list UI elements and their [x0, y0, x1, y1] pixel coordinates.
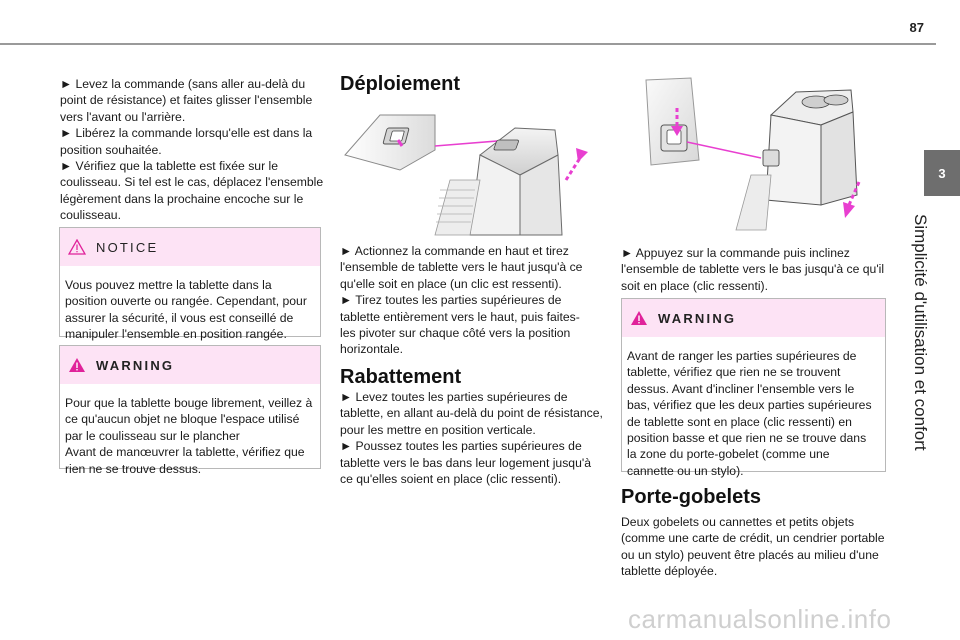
fold-text: ► Appuyez sur la commande puis inclinez …	[621, 245, 884, 294]
page-number: 87	[909, 20, 924, 35]
text-line: tablette vers le bas dans leur logement …	[340, 455, 591, 470]
text-line: manipuler l'ensemble en position rangée.	[65, 327, 287, 342]
text-line: Deux gobelets ou cannettes et petits obj…	[621, 515, 855, 529]
warning-icon	[631, 311, 647, 325]
fold-illustration	[645, 77, 861, 231]
text-line: ► Appuyez sur la commande puis inclinez	[621, 246, 850, 260]
text-line: assurer la sécurité, il vous est conseil…	[65, 310, 294, 325]
header-rule	[0, 43, 936, 45]
text-line: ce qu'aucun objet ne bloque l'espace uti…	[65, 412, 300, 427]
watermark: carmanualsonline.info	[628, 604, 892, 634]
section-title-rabattement: Rabattement	[340, 366, 462, 388]
rabattement-text: ► Levez toutes les parties supérieures d…	[340, 389, 603, 487]
text-line: qu'elle soit en place (un clic est resse…	[340, 276, 562, 291]
warning-icon	[69, 358, 85, 372]
text-line: par le coulisseau sur le plancher	[65, 428, 240, 443]
text-line: position basse et que rien ne se trouve …	[627, 431, 867, 446]
text-line: ► Libérez la commande lorsqu'elle est da…	[60, 126, 313, 141]
text-line: ► Levez toutes les parties supérieures d…	[340, 390, 568, 404]
text-line: tablette, en allant au-delà du point de …	[340, 406, 603, 421]
text-line: tablette entièrement vers le haut, puis …	[340, 309, 580, 324]
text-line: soit en place (clic ressenti).	[621, 278, 768, 293]
warning-label: WARNING	[96, 357, 175, 373]
text-line: ► Tirez toutes les parties supérieures d…	[340, 293, 562, 308]
chapter-title: Simplicité d'utilisation et confort	[910, 214, 930, 451]
text-line: pour les mettre en position verticale.	[340, 422, 536, 437]
deploy-illustration	[344, 114, 588, 236]
notice-box: NOTICE Vous pouvez mettre la tablette da…	[59, 227, 321, 341]
notice-header: NOTICE	[60, 228, 320, 266]
text-line: les pivoter sur chaque côté vers la posi…	[340, 326, 571, 341]
text-line: vers l'avant ou l'arrière.	[60, 109, 186, 124]
deploiement-text: ► Actionnez la commande en haut et tirez…	[340, 243, 582, 358]
text-line: légèrement dans la prochaine encoche sur…	[60, 191, 304, 206]
text-line: ce qu'elles soient en place (clic ressen…	[340, 472, 562, 487]
text-line: point de résistance) et faites glisser l…	[60, 93, 313, 108]
text-line: Avant de ranger les parties supérieures …	[627, 349, 857, 363]
text-line: ► Poussez toutes les parties supérieures…	[340, 439, 582, 454]
text-line: cannette ou un stylo).	[627, 463, 744, 478]
text-line: coulisseau.	[60, 208, 121, 223]
text-line: coulisseau. Si tel est le cas, déplacez …	[60, 175, 324, 190]
warning-label: WARNING	[658, 310, 737, 326]
warning-body: Avant de ranger les parties supérieures …	[622, 337, 885, 485]
text-line: horizontale.	[340, 342, 404, 357]
text-line: Pour que la tablette bouge librement, ve…	[65, 396, 313, 410]
warning-header: WARNING	[60, 346, 320, 384]
text-line: Vous pouvez mettre la tablette dans la	[65, 278, 272, 292]
text-line: dessus. Avant d'incliner l'ensemble vers…	[627, 381, 855, 396]
text-line: ou un stylo) peuvent être placés au mili…	[621, 547, 879, 562]
warning-body: Pour que la tablette bouge librement, ve…	[60, 384, 320, 483]
text-line: ► Levez la commande (sans aller au-delà …	[60, 77, 306, 91]
notice-warning-icon	[68, 239, 86, 255]
text-line: tablette, vérifiez que rien ne se trouve…	[627, 365, 841, 380]
text-line: position souhaitée.	[60, 142, 162, 157]
text-line: position ouverte ou rangée. Cependant, p…	[65, 294, 307, 309]
text-line: rien ne se trouve dessus.	[65, 461, 202, 476]
notice-body: Vous pouvez mettre la tablette dans la p…	[60, 266, 320, 349]
text-line: la zone du porte-gobelet (comme une	[627, 447, 830, 462]
text-line: ► Actionnez la commande en haut et tirez	[340, 244, 569, 258]
warning-box-1: WARNING Pour que la tablette bouge libre…	[59, 345, 321, 476]
porte-gobelets-text: Deux gobelets ou cannettes et petits obj…	[621, 514, 885, 580]
section-title-deploiement: Déploiement	[340, 73, 461, 95]
text-line: bas, vérifiez que les deux parties supér…	[627, 398, 872, 413]
text-line: l'ensemble de tablette vers le bas jusqu…	[621, 262, 885, 277]
chapter-title-text: Simplicité d'utilisation et confort	[911, 214, 930, 451]
text-line: de tablette sont en place (clic ressenti…	[627, 414, 852, 429]
chapter-tab[interactable]: 3	[924, 150, 960, 196]
text-line: l'ensemble de tablette vers le haut jusq…	[340, 260, 583, 275]
section-title-porte-gobelets: Porte-gobelets	[621, 486, 762, 508]
intro-text: ► Levez la commande (sans aller au-delà …	[60, 76, 323, 224]
text-line: ► Vérifiez que la tablette est fixée sur…	[60, 159, 279, 174]
notice-label: NOTICE	[96, 239, 159, 255]
warning-header: WARNING	[622, 299, 885, 337]
text-line: (comme une carte de crédit, un cendrier …	[621, 531, 885, 546]
warning-box-2: WARNING Avant de ranger les parties supé…	[621, 298, 886, 478]
text-line: Avant de manœuvrer la tablette, vérifiez…	[65, 445, 305, 460]
text-line: tablette déployée.	[621, 564, 718, 579]
